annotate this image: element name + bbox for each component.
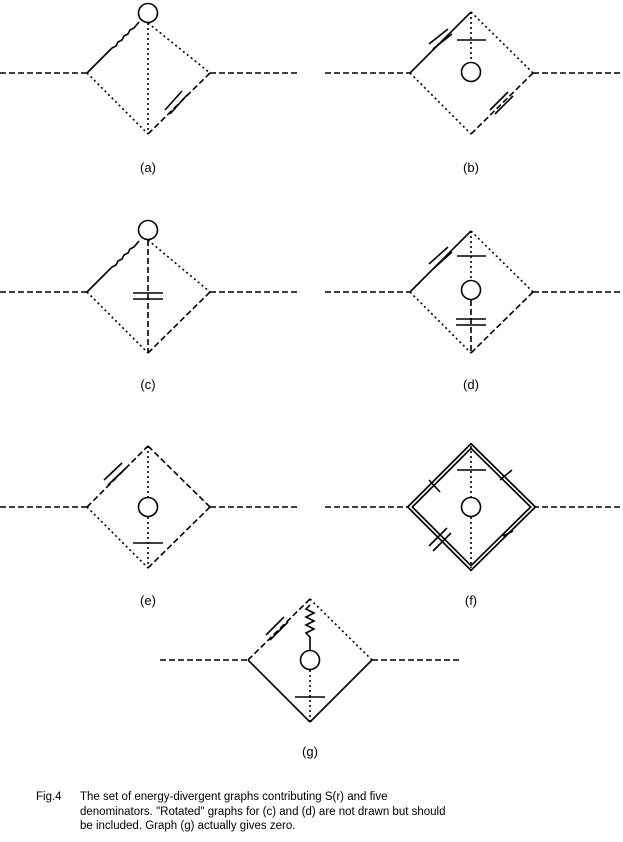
graph-f xyxy=(325,442,620,572)
caption-line-1: The set of energy-divergent graphs contr… xyxy=(80,791,388,803)
graph-a xyxy=(0,2,297,135)
graph-d xyxy=(325,230,620,354)
graph-e xyxy=(0,445,297,569)
graph-g xyxy=(160,598,460,723)
caption-line-2: denominators. "Rotated" graphs for (c) a… xyxy=(80,805,446,818)
graph-c xyxy=(0,219,297,354)
label-a: (a) xyxy=(140,160,156,175)
loop-circle-a xyxy=(137,2,159,24)
figure-number: Fig.4 xyxy=(36,791,62,803)
photon-line-a xyxy=(86,21,140,74)
label-g: (g) xyxy=(302,744,318,759)
label-f: (f) xyxy=(464,593,478,608)
label-c: (c) xyxy=(140,377,156,392)
graph-b xyxy=(325,11,620,135)
label-d: (d) xyxy=(463,377,479,392)
label-e: (e) xyxy=(140,593,156,608)
label-b: (b) xyxy=(463,160,479,175)
figure-caption: Fig.4 The set of energy-divergent graphs … xyxy=(36,790,606,834)
caption-line-3: be included. Graph (g) actually gives ze… xyxy=(80,820,296,832)
